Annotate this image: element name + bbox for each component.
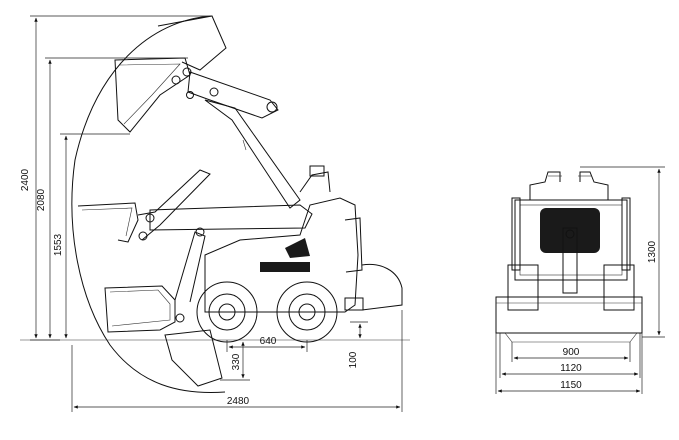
- dim-2080-label: 2080: [36, 188, 47, 211]
- lift-arm-raised: [187, 71, 301, 209]
- dim-330-label: 330: [231, 353, 242, 370]
- side-view: 2400 2080 1553 640 330 100 2480: [20, 15, 410, 412]
- dim-1150-label: 1150: [560, 380, 582, 391]
- dim-1553-label: 1553: [53, 233, 64, 256]
- front-view: 1300 900 1120 1150: [495, 166, 665, 394]
- bucket-top-raised: [114, 15, 227, 133]
- dim-2400-label: 2400: [20, 168, 31, 191]
- dim-100-label: 100: [348, 351, 359, 368]
- dim-1300-label: 1300: [647, 240, 658, 263]
- dim-900-label: 900: [563, 347, 580, 358]
- machine-body: [204, 165, 403, 313]
- working-envelope: [71, 15, 226, 393]
- dim-640-label: 640: [260, 336, 277, 347]
- bucket-low: [104, 227, 223, 387]
- bucket-mid: [77, 169, 313, 243]
- dim-2480-label: 2480: [227, 396, 250, 407]
- dim-1120-label: 1120: [560, 363, 582, 374]
